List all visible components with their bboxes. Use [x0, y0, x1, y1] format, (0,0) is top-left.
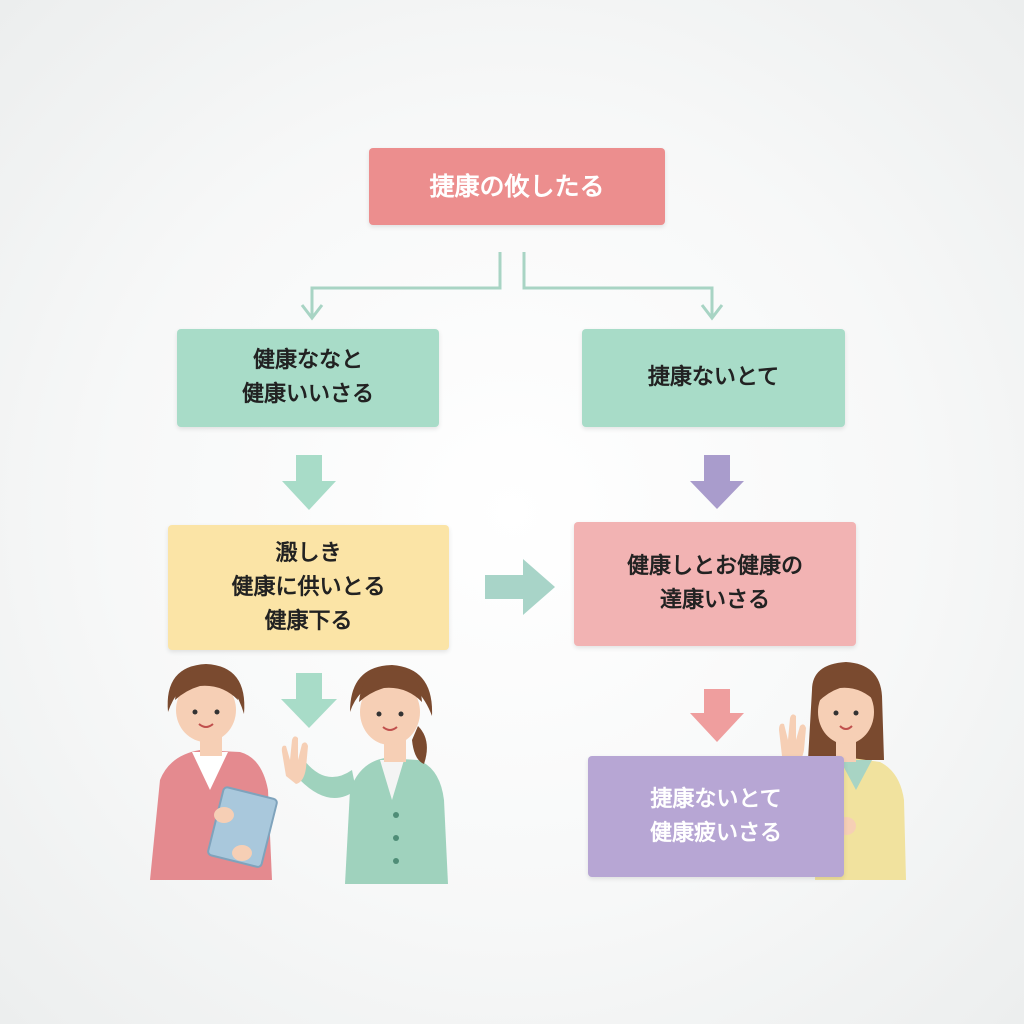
down-arrow-left-2 — [281, 673, 337, 728]
connector-left — [310, 252, 502, 316]
left-node-2-line-1: 溵しき — [275, 540, 342, 566]
split-connector — [300, 252, 724, 321]
left-node-1: 健康ななと 健康いいさる — [177, 329, 439, 427]
right-node-3-line-1: 捷康ないとて — [650, 786, 782, 812]
right-node-1: 捷康ないとて — [582, 329, 845, 427]
left-node-2: 溵しき 健康に供いとる 健康下る — [168, 525, 449, 650]
left-node-2-line-3: 健康下る — [264, 608, 353, 634]
right-arrow-middle — [485, 559, 555, 615]
down-arrow-right-2 — [690, 689, 744, 742]
right-node-2-line-2: 達康いさる — [659, 588, 770, 613]
left-node-2-line-2: 健康に供いとる — [231, 574, 386, 600]
right-node-2-line-1: 健康しとお健康の — [626, 554, 803, 579]
right-node-2: 健康しとお健康の 達康いさる — [574, 522, 856, 646]
connector-right-head — [700, 304, 724, 321]
right-node-3-line-2: 健康疲いさる — [649, 820, 782, 846]
top-node-line-1: 捷康の攸したる — [429, 171, 605, 201]
connector-right — [522, 252, 714, 316]
down-arrow-right-1 — [690, 455, 744, 509]
right-node-1-line-1: 捷康ないとて — [647, 365, 780, 390]
woman-with-tablet-illustration — [150, 664, 278, 880]
woman-waving-illustration — [281, 665, 448, 884]
left-node-1-line-2: 健康いいさる — [241, 382, 374, 407]
left-node-1-line-1: 健康ななと — [252, 348, 363, 373]
connector-left-head — [300, 304, 324, 321]
down-arrow-left-1 — [282, 455, 336, 510]
top-node: 捷康の攸したる — [369, 148, 665, 225]
right-node-3: 捷康ないとて 健康疲いさる — [588, 756, 844, 877]
